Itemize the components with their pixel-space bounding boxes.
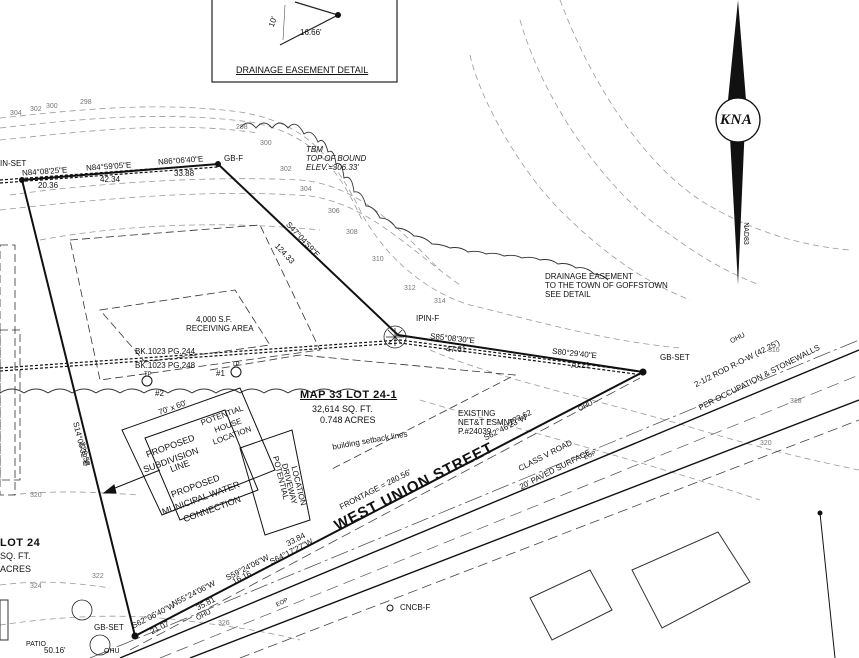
contour-label: 310 (372, 256, 384, 263)
bound-label: GB-SET (660, 353, 690, 362)
test-pit-label: TP (144, 372, 152, 378)
contour-label: 304 (10, 110, 22, 117)
tbm-label: TBM (306, 145, 323, 154)
contour-label: 298 (80, 99, 92, 106)
receiving-area-label: RECEIVING AREA (186, 324, 254, 333)
neighbor-buildings (0, 531, 751, 641)
receiving-area-size: 4,000 S.F. (196, 315, 233, 324)
subdivision-arrow (102, 469, 161, 494)
lot-area-ac: 0.748 ACRES (320, 415, 376, 425)
right-of-way (129, 377, 859, 658)
esmnt-label-1: EXISTING (458, 409, 496, 418)
side-line (819, 512, 836, 658)
tree-symbols (71, 325, 407, 656)
contour-label: 300 (260, 140, 272, 147)
book-reference: BK.1023 PG.244 (135, 347, 196, 356)
contour-label: 300 (46, 103, 58, 110)
distance-label: 70.21 (570, 361, 591, 370)
neighbor-lot-ac: ACRES (0, 564, 32, 574)
contour-label: 314 (434, 298, 446, 305)
easement-line2: TO THE TOWN OF GOFFSTOWN (545, 281, 668, 290)
lot-title: MAP 33 LOT 24-1 (300, 389, 398, 401)
north-arrow (715, 0, 761, 285)
esmnt-label-2: NET&T ESMNT. (458, 418, 516, 427)
bound-label: IN-SET (0, 159, 27, 168)
detail-dim-b: 16.66' (300, 28, 322, 37)
easement-line1: DRAINAGE EASEMENT (545, 272, 634, 281)
contour-label: 312 (404, 285, 416, 292)
test-pit-label: TP (232, 362, 240, 368)
test-pit-number: #2 (155, 389, 164, 398)
detail-title: DRAINAGE EASEMENT DETAIL (236, 65, 369, 75)
contour-label: 320 (760, 440, 772, 447)
tbm-elev: ELEV.=306.33' (306, 163, 359, 172)
contour-label: 320 (30, 492, 42, 499)
contour-label: 318 (790, 398, 802, 405)
contour-label: 322 (92, 573, 104, 580)
setback-lines (0, 224, 517, 496)
north-arrow-logo: KNA (720, 112, 753, 128)
patio-label: PATIO (26, 641, 46, 648)
house-footprint (121, 387, 311, 536)
treeline (0, 122, 609, 394)
contour-label: 302 (280, 166, 292, 173)
contour-label: 326 (218, 620, 230, 627)
bound-label: GB-SET (94, 623, 124, 632)
contour-label: 324 (30, 583, 42, 590)
easement-line3: SEE DETAIL (545, 290, 591, 299)
test-pit-number: #1 (216, 369, 225, 378)
distance-label: 47.61 (446, 345, 467, 354)
esmnt-label-3: P.#24039 (458, 427, 492, 436)
road-edges (119, 349, 859, 658)
contour-label: 298 (236, 124, 248, 131)
book-reference: BK.1023 PG.248 (135, 361, 196, 370)
neighbor-dim: 50.16' (44, 646, 66, 655)
contour-label: 304 (300, 186, 312, 193)
contour-label: 302 (30, 106, 42, 113)
neighbor-lot-title: LOT 24 (0, 537, 41, 549)
utility-tag: OHU (104, 648, 120, 655)
contour-label: 306 (328, 208, 340, 215)
contour-label: 316 (768, 347, 780, 354)
stonewall-lines (0, 163, 644, 376)
contour-label: 308 (346, 229, 358, 236)
bound-label: GB-F (224, 154, 244, 163)
bound-label: IPIN-F (416, 314, 440, 323)
tbm-desc: TOP OF BOUND (306, 154, 367, 163)
north-arrow-datum: NAD83 (741, 222, 749, 245)
utility-line (89, 339, 859, 658)
neighbor-lot-sf: SQ. FT. (0, 551, 31, 561)
distance-label: 20.36 (38, 181, 59, 190)
distance-label: 42.34 (100, 175, 121, 184)
distance-label: 33.88 (174, 169, 195, 178)
detail-box (211, 0, 398, 83)
lot-area-sf: 32,614 SQ. FT. (312, 404, 373, 414)
bound-label: CNCB-F (400, 603, 431, 612)
